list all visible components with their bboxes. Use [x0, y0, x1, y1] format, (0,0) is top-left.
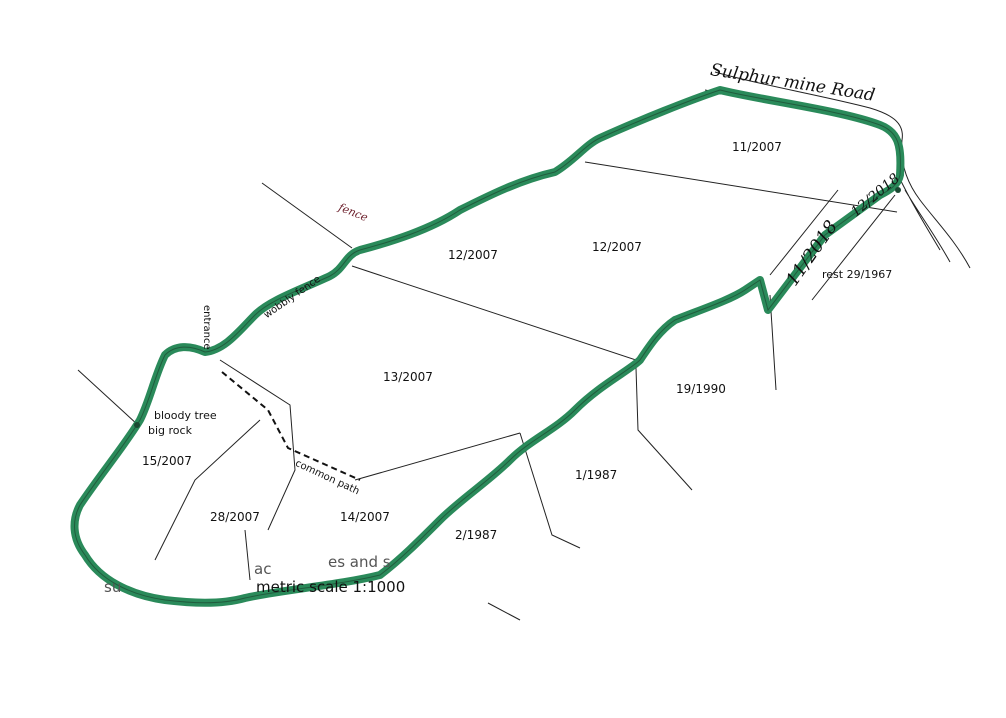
landmark-tree-label: bloody tree [154, 409, 217, 422]
parcel-label-19-1990: 19/1990 [676, 382, 726, 396]
parcel-label-1-1987: 1/1987 [575, 468, 618, 482]
parcel-label-2-1987: 2/1987 [455, 528, 498, 542]
fence-line [261, 182, 353, 249]
partial-text-middle: ac [254, 560, 272, 578]
division-11-12 [584, 161, 898, 213]
division-12-2018 [769, 189, 839, 276]
external-line-19b [635, 367, 693, 491]
parcel-label-14-2007: 14/2007 [340, 510, 390, 524]
bottom-external-line [487, 602, 521, 621]
division-12-2018b [811, 194, 896, 301]
partial-text-left: su [104, 578, 122, 596]
corner-marker [895, 187, 901, 193]
external-line-1 [519, 432, 581, 549]
common-path-dashed [221, 371, 361, 481]
parcel-label-28-2007: 28/2007 [210, 510, 260, 524]
entrance-label: entrance [201, 305, 212, 350]
parcel-label-13-2007: 13/2007 [383, 370, 433, 384]
parcel-label-12-2007-left: 12/2007 [448, 248, 498, 262]
division-entrance [219, 359, 296, 531]
landmark-rock-label: big rock [148, 424, 192, 437]
property-boundary [70, 86, 905, 607]
parcel-label-29-1967: rest 29/1967 [822, 268, 893, 281]
division-15-28 [154, 419, 261, 561]
left-external-line [77, 369, 139, 426]
parcel-label-15-2007: 15/2007 [142, 454, 192, 468]
road-edge-line [714, 71, 971, 269]
right-edge-lines [897, 174, 951, 263]
partial-text-right: es and s [328, 553, 391, 571]
parcel-label-11-2007: 11/2007 [732, 140, 782, 154]
parcel-label-12-2007-right: 12/2007 [592, 240, 642, 254]
division-28-14 [244, 529, 251, 581]
division-13-14 [354, 432, 521, 481]
division-12-13 [351, 265, 637, 361]
tree-marker [134, 422, 140, 428]
scale-label: metric scale 1:1000 [256, 578, 406, 596]
